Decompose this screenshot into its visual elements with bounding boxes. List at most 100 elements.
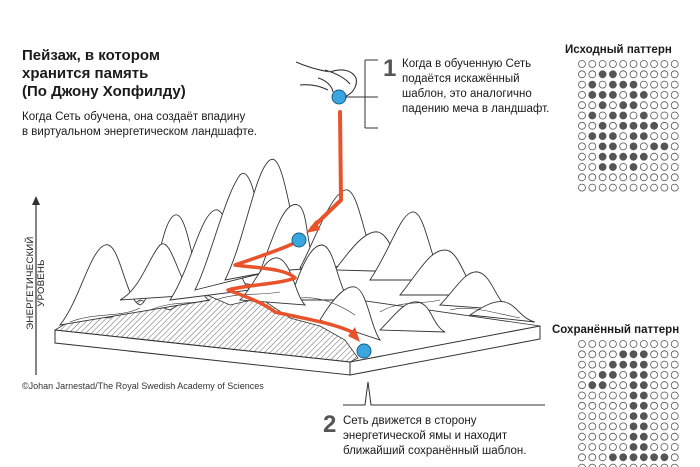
pattern-dot-empty [598, 340, 607, 348]
credit-text: ©Johan Jarnestad/The Royal Swedish Acade… [22, 381, 264, 391]
pattern-dot-empty [670, 422, 679, 431]
pattern-dot-empty [660, 412, 669, 421]
pattern-dot-empty [578, 101, 586, 110]
pattern-dot-empty [578, 340, 586, 348]
pattern-dot-empty [598, 422, 607, 431]
pattern-dot-empty [629, 173, 638, 182]
pattern-dot-filled [639, 111, 648, 120]
pattern-dot-empty [598, 60, 607, 68]
pattern-dot-empty [670, 152, 679, 161]
pattern-dot-empty [578, 60, 586, 68]
pattern-dot-filled [639, 453, 648, 462]
pattern-dot-empty [619, 401, 628, 410]
pattern-dot-empty [660, 121, 669, 130]
pattern-dot-empty [660, 101, 669, 110]
pattern-dot-filled [629, 381, 638, 390]
pattern-dot-empty [588, 463, 597, 467]
pattern-dot-filled [639, 360, 648, 369]
pattern-dot-filled [598, 381, 607, 390]
pattern-dot-filled [588, 381, 597, 390]
pattern-dot-empty [670, 381, 679, 390]
pattern-dot-filled [629, 163, 638, 171]
ball-start [331, 89, 347, 105]
ball-falling [291, 232, 307, 248]
pattern-dot-filled [588, 80, 597, 89]
pattern-dot-filled [629, 422, 638, 431]
pattern-dot-empty [629, 183, 638, 192]
pattern-dot-filled [609, 70, 617, 79]
landscape-base-side [349, 325, 541, 376]
pattern-dot-empty [619, 432, 628, 441]
pattern-dot-empty [650, 183, 658, 192]
pattern-dot-empty [660, 360, 669, 369]
pattern-dot-empty [588, 340, 597, 348]
pattern-dot-empty [660, 70, 669, 79]
pattern-dot-empty [639, 163, 648, 171]
step1-text: Когда в обученную Сеть подаётся искажённ… [402, 58, 550, 115]
pattern-stored-grid [578, 340, 679, 467]
pattern-dot-empty [670, 463, 679, 467]
pattern-dot-empty [660, 370, 669, 379]
pattern-dot-empty [670, 163, 679, 171]
pattern-dot-empty [650, 391, 658, 400]
energy-well-profile [343, 381, 545, 406]
pattern-dot-empty [639, 463, 648, 467]
pattern-dot-filled [598, 70, 607, 79]
pattern-dot-empty [660, 443, 669, 451]
pattern-dot-empty [650, 422, 658, 431]
pattern-dot-empty [588, 121, 597, 130]
pattern-dot-filled [639, 132, 648, 141]
pattern-dot-filled [639, 370, 648, 379]
pattern-dot-filled [598, 370, 607, 379]
ball-in-well [356, 343, 372, 359]
pattern-dot-empty [670, 183, 679, 192]
pattern-dot-empty [619, 163, 628, 171]
pattern-dot-empty [670, 350, 679, 359]
pattern-dot-empty [650, 401, 658, 410]
pattern-dot-filled [639, 91, 648, 99]
pattern-dot-empty [578, 432, 586, 441]
pattern-dot-filled [619, 111, 628, 120]
pattern-dot-empty [650, 412, 658, 421]
pattern-dot-empty [578, 152, 586, 161]
pattern-dot-empty [619, 173, 628, 182]
pattern-dot-filled [588, 132, 597, 141]
pattern-dot-filled [639, 152, 648, 161]
pattern-dot-filled [609, 142, 617, 151]
pattern-dot-filled [650, 453, 658, 462]
pattern-dot-empty [588, 453, 597, 462]
landscape-contours [58, 159, 536, 341]
pattern-dot-empty [670, 370, 679, 379]
pattern-dot-filled [598, 132, 607, 141]
pattern-dot-filled [598, 101, 607, 110]
pattern-dot-empty [598, 391, 607, 400]
pattern-dot-empty [588, 152, 597, 161]
pattern-dot-empty [578, 70, 586, 79]
pattern-dot-empty [650, 360, 658, 369]
pattern-dot-filled [629, 432, 638, 441]
pattern-dot-empty [588, 142, 597, 151]
pattern-dot-empty [578, 391, 586, 400]
pattern-dot-empty [650, 70, 658, 79]
pattern-dot-empty [670, 60, 679, 68]
pattern-dot-empty [650, 111, 658, 120]
pattern-dot-filled [639, 443, 648, 451]
pattern-dot-filled [619, 121, 628, 130]
pattern-dot-empty [650, 443, 658, 451]
pattern-dot-filled [619, 350, 628, 359]
pattern-dot-filled [629, 391, 638, 400]
step2-number: 2 [323, 411, 337, 438]
pattern-dot-empty [670, 432, 679, 441]
pattern-dot-empty [650, 173, 658, 182]
pattern-dot-empty [578, 132, 586, 141]
pattern-dot-filled [650, 121, 658, 130]
pattern-dot-empty [578, 360, 586, 369]
pattern-dot-empty [609, 101, 617, 110]
pattern-dot-empty [650, 91, 658, 99]
pattern-dot-filled [639, 422, 648, 431]
step1-number: 1 [383, 55, 397, 82]
pattern-dot-empty [588, 350, 597, 359]
pattern-dot-filled [609, 91, 617, 99]
pattern-dot-empty [619, 463, 628, 467]
